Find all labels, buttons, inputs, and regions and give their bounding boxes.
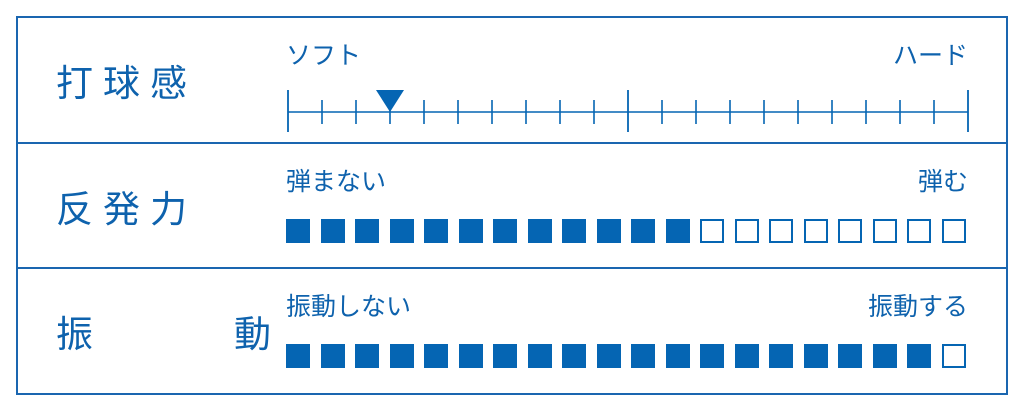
empty-square-icon — [872, 219, 897, 243]
filled-square-icon — [355, 344, 379, 368]
row-label-rebound: 反発力 — [56, 187, 197, 231]
scale-left-label: ソフト — [286, 41, 362, 70]
row-label-vibration: 振 動 — [56, 313, 323, 356]
filled-square-icon — [424, 344, 448, 368]
filled-square-icon — [320, 344, 345, 368]
rebound-meter — [286, 219, 966, 245]
filled-square-icon — [286, 219, 310, 243]
meter-right-label: 振動する — [867, 292, 968, 321]
meter-left-label: 弾まない — [286, 167, 387, 196]
filled-square-icon — [596, 344, 621, 368]
row-label-feel: 打球感 — [56, 62, 197, 105]
filled-square-icon — [907, 344, 931, 368]
empty-square-icon — [941, 219, 966, 243]
filled-square-icon — [631, 344, 655, 368]
position-marker-icon — [376, 90, 404, 112]
vibration-meter — [286, 344, 966, 370]
empty-square-icon — [769, 219, 793, 243]
empty-square-icon — [941, 344, 966, 368]
empty-square-icon — [700, 219, 724, 243]
filled-square-icon — [493, 219, 517, 243]
feel-scale — [286, 74, 970, 132]
filled-square-icon — [872, 344, 897, 368]
row-vibration: 振 動 振動しない 振動する — [18, 269, 1006, 393]
filled-square-icon — [355, 219, 379, 243]
filled-square-icon — [665, 344, 690, 368]
filled-square-icon — [734, 344, 759, 368]
empty-square-icon — [803, 219, 828, 243]
filled-square-icon — [527, 219, 552, 243]
rating-panel: 打球感 ソフト ハード 反発力 弾まない 弾む 振 動 振動しない 振動する — [16, 16, 1008, 395]
filled-square-icon — [596, 219, 621, 243]
scale-right-label: ハード — [892, 41, 968, 70]
filled-square-icon — [458, 344, 483, 368]
meter-right-label: 弾む — [917, 167, 968, 196]
empty-square-icon — [838, 219, 862, 243]
filled-square-icon — [424, 219, 448, 243]
filled-square-icon — [527, 344, 552, 368]
empty-square-icon — [734, 219, 759, 243]
filled-square-icon — [389, 219, 414, 243]
filled-square-icon — [286, 344, 310, 368]
empty-square-icon — [907, 219, 931, 243]
filled-square-icon — [562, 219, 586, 243]
filled-square-icon — [838, 344, 862, 368]
filled-square-icon — [700, 344, 724, 368]
filled-square-icon — [389, 344, 414, 368]
filled-square-icon — [803, 344, 828, 368]
filled-square-icon — [769, 344, 793, 368]
row-rebound: 反発力 弾まない 弾む — [18, 144, 1006, 269]
filled-square-icon — [631, 219, 655, 243]
filled-square-icon — [665, 219, 690, 243]
filled-square-icon — [493, 344, 517, 368]
row-feel: 打球感 ソフト ハード — [18, 18, 1006, 144]
filled-square-icon — [562, 344, 586, 368]
tick-scale — [287, 90, 969, 132]
meter-left-label: 振動しない — [286, 292, 412, 321]
filled-square-icon — [458, 219, 483, 243]
filled-square-icon — [320, 219, 345, 243]
